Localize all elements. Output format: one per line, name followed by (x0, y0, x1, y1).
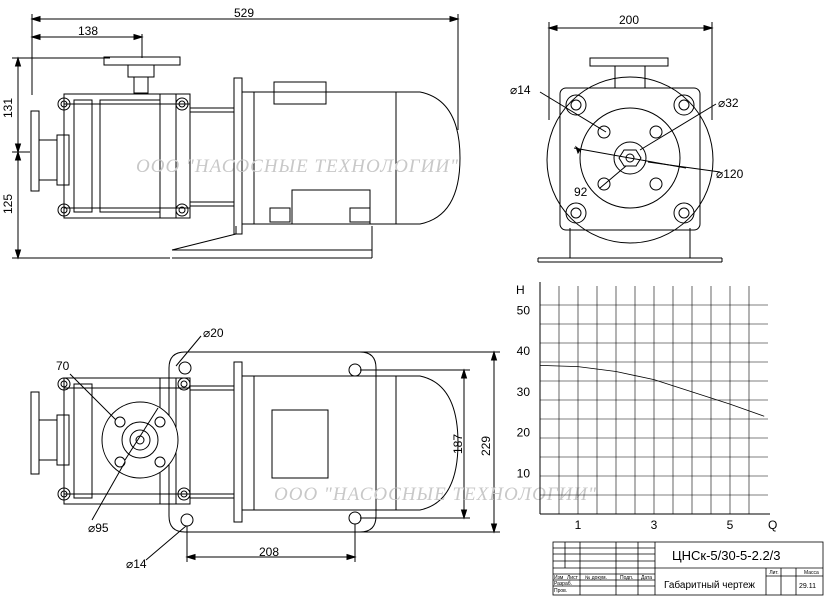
x-axis-label: Q (768, 518, 777, 532)
dim-flange-dia: ⌀95 (88, 521, 109, 535)
x-tick-label: 1 (575, 518, 582, 532)
dim-overall-width: 229 (479, 436, 493, 456)
tb-col-doc: № докум. (585, 575, 607, 581)
x-tick-label: 5 (727, 518, 734, 532)
dim-small-hole: ⌀20 (203, 326, 224, 340)
tb-doc-title: Габаритный чертеж (664, 579, 755, 591)
top-view (30, 335, 500, 562)
dim-overall-length: 529 (234, 6, 254, 20)
y-tick-label: 50 (517, 303, 531, 317)
tb-col-list: Лист (567, 575, 579, 581)
dim-upper-height: 131 (1, 98, 15, 118)
tb-mass-label: Масса (804, 570, 819, 576)
tb-col-sign: Подп. (620, 575, 633, 581)
hq-curve (539, 364, 765, 417)
tb-row-razrab: Разраб. (554, 581, 572, 587)
tb-row-prov: Пров. (554, 588, 567, 594)
y-tick-label: 40 (517, 344, 531, 358)
dim-flange-offset: 138 (78, 24, 98, 38)
dim-bolt-offset: 70 (56, 359, 70, 373)
dim-foot-width: 187 (451, 434, 465, 454)
x-tick-label: 3 (651, 518, 658, 532)
tb-designation: ЦНСк-5/30-5-2.2/3 (672, 548, 781, 563)
front-view (537, 22, 723, 263)
tb-col-date: Дата (641, 575, 652, 581)
dim-pcd: ⌀120 (716, 167, 744, 181)
dim-hole-dia: ⌀14 (510, 83, 531, 97)
tb-col-izm: Изм (554, 575, 564, 581)
watermark-top: ООО "НАСОСНЫЕ ТЕХНОЛОГИИ" (136, 156, 459, 177)
watermark-bottom: ООО "НАСОСНЫЕ ТЕХНОЛОГИИ" (274, 484, 597, 505)
performance-chart: 10 20 30 40 50 1 3 5 H Q (516, 282, 777, 532)
tb-lit-label: Лит. (769, 570, 778, 576)
y-tick-label: 30 (517, 385, 531, 399)
side-view (12, 14, 461, 260)
dim-front-width: 200 (619, 13, 639, 27)
tb-date: 29.11 (799, 583, 816, 590)
y-tick-label: 10 (517, 466, 531, 480)
dim-lower-height: 125 (1, 194, 15, 214)
y-axis-label: H (516, 283, 525, 297)
dim-foot-length: 208 (259, 545, 279, 559)
dim-shaft-dia: ⌀32 (718, 96, 739, 110)
y-tick-label: 20 (517, 426, 531, 440)
title-block: ЦНСк-5/30-5-2.2/3 Габаритный чертеж 29.1… (552, 541, 824, 596)
dim-hex-size: 92 (574, 185, 588, 199)
dim-foot-hole: ⌀14 (126, 557, 147, 571)
